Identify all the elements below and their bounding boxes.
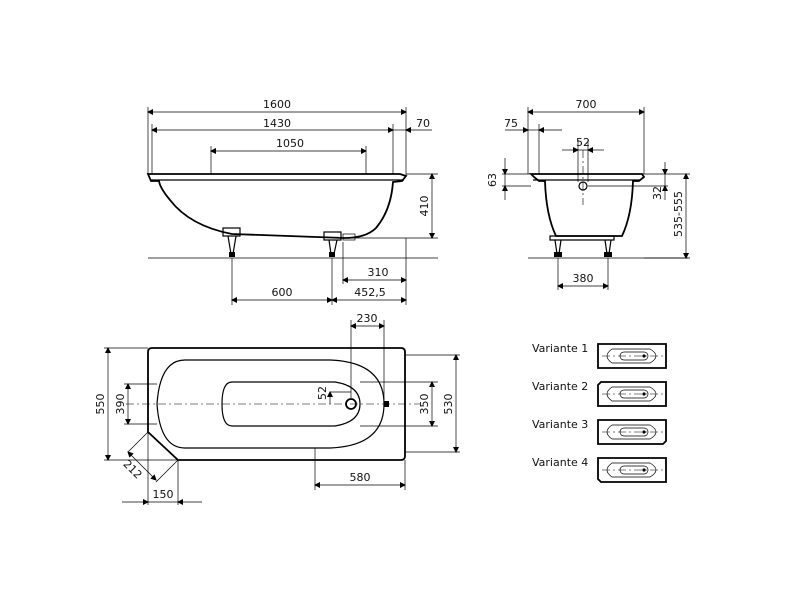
dim-width: 700 bbox=[576, 98, 597, 111]
dim-bottom-length: 1050 bbox=[276, 137, 304, 150]
dim-foot-spacing: 600 bbox=[272, 286, 293, 299]
variant-4-label: Variante 4 bbox=[532, 456, 588, 469]
dim-height: 410 bbox=[418, 196, 431, 217]
top-view: 230 550 390 52 350 530 212 150 580 bbox=[94, 312, 460, 505]
variant-1-label: Variante 1 bbox=[532, 342, 588, 355]
tub-inner-bowl bbox=[156, 359, 385, 449]
dim-total-length: 1600 bbox=[263, 98, 291, 111]
variant-3-label: Variante 3 bbox=[532, 418, 588, 431]
variant-3-icon bbox=[597, 419, 667, 445]
dim-rim: 70 bbox=[416, 117, 430, 130]
end-view: 700 75 52 63 32 535-555 380 bbox=[486, 98, 690, 290]
dim-total-height: 535-555 bbox=[672, 191, 685, 237]
dim-end-foot-spacing: 380 bbox=[573, 272, 594, 285]
variant-2-icon bbox=[597, 381, 667, 407]
variant-2-label: Variante 2 bbox=[532, 380, 588, 393]
dim-corner-offset: 150 bbox=[153, 488, 174, 501]
dim-foot-offset: 310 bbox=[368, 266, 389, 279]
dim-bottom-offset: 580 bbox=[350, 471, 371, 484]
dim-inner-length: 1430 bbox=[263, 117, 291, 130]
side-view: 1600 1430 70 1050 410 310 600 452,5 bbox=[146, 98, 438, 305]
variant-3: Variante 3 bbox=[532, 418, 667, 445]
dim-drain-size: 52 bbox=[316, 386, 329, 400]
dim-drain: 52 bbox=[576, 136, 590, 149]
tub-side-outline bbox=[146, 173, 408, 239]
dim-rim-width: 530 bbox=[442, 394, 455, 415]
variants-legend: Variante 1 Variante 2 Variante 3 bbox=[532, 342, 667, 483]
dim-corner: 212 bbox=[120, 458, 144, 482]
dim-outer-width: 550 bbox=[94, 394, 107, 415]
tub-top-outline bbox=[147, 347, 406, 461]
dim-bottom-width: 350 bbox=[418, 394, 431, 415]
variant-1-icon bbox=[597, 343, 667, 369]
dim-foot-to-end: 452,5 bbox=[354, 286, 386, 299]
dim-overflow: 32 bbox=[651, 186, 664, 200]
dim-rim-height: 63 bbox=[486, 173, 499, 187]
dim-drain-offset: 230 bbox=[357, 312, 378, 325]
foot-right bbox=[323, 231, 356, 257]
variant-4-icon bbox=[597, 457, 667, 483]
variant-2: Variante 2 bbox=[532, 380, 667, 407]
end-feet bbox=[549, 235, 615, 257]
tub-bottom-area bbox=[221, 381, 361, 427]
dim-inner-width: 390 bbox=[114, 394, 127, 415]
tub-end-outline bbox=[528, 173, 646, 237]
variant-1: Variante 1 bbox=[532, 342, 667, 369]
dim-offset: 75 bbox=[504, 117, 518, 130]
foot-left bbox=[222, 227, 241, 257]
variant-4: Variante 4 bbox=[532, 456, 667, 483]
